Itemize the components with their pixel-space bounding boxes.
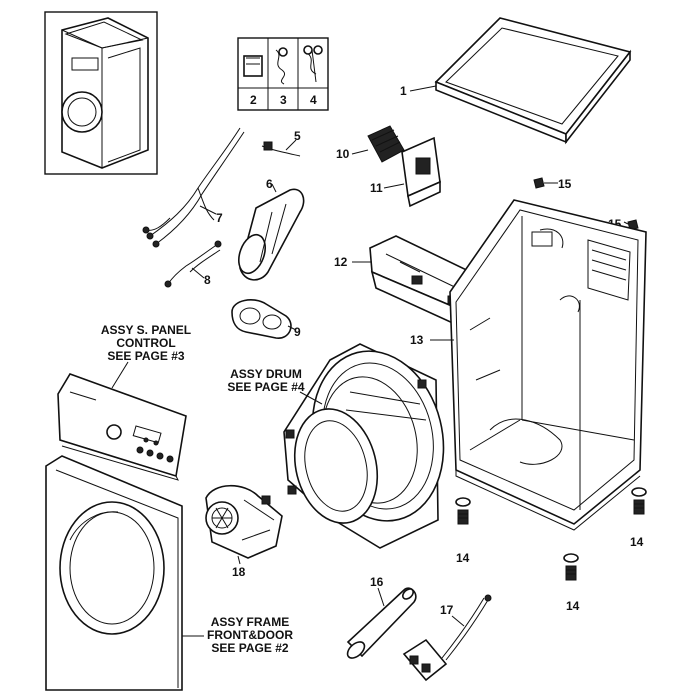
svg-text:SEE PAGE #2: SEE PAGE #2 xyxy=(211,641,288,655)
duct-9: 9 xyxy=(231,299,301,339)
callout-18: 18 xyxy=(232,565,246,579)
svg-text:SEE PAGE #4: SEE PAGE #4 xyxy=(227,380,304,394)
filter-housing-11: 11 xyxy=(370,136,441,208)
svg-text:SEE PAGE #3: SEE PAGE #3 xyxy=(107,349,184,363)
callout-8: 8 xyxy=(204,273,211,287)
harness-5: 5 xyxy=(261,129,301,157)
callout-6: 6 xyxy=(266,177,273,191)
leg-14-c: 14 xyxy=(630,487,647,549)
callout-14-b: 14 xyxy=(566,599,580,613)
screw-15-upper: 15 xyxy=(533,177,572,191)
control-panel xyxy=(57,373,187,481)
callout-9: 9 xyxy=(294,325,301,339)
svg-text:ASSY S. PANEL: ASSY S. PANEL xyxy=(101,323,191,337)
parts-kit-box: 2 3 4 xyxy=(237,37,329,111)
blower-18: 18 xyxy=(205,485,283,579)
assy-panel-label: ASSY S. PANEL CONTROL SEE PAGE #3 xyxy=(101,323,191,389)
cabinet-13: 13 xyxy=(410,199,647,531)
assembled-dryer-thumbnail xyxy=(44,11,158,175)
assy-frame-label: ASSY FRAME FRONT&DOOR SEE PAGE #2 xyxy=(182,615,293,655)
wiring-harness-7: 7 xyxy=(142,127,245,248)
svg-text:FRONT&DOOR: FRONT&DOOR xyxy=(207,628,293,642)
heater-6: 6 xyxy=(238,177,305,281)
front-frame-door xyxy=(45,455,183,691)
harness-17: 17 xyxy=(402,594,492,682)
callout-14-c: 14 xyxy=(630,535,644,549)
callout-10: 10 xyxy=(336,147,350,161)
callout-2: 2 xyxy=(250,93,257,107)
assy-drum-label: ASSY DRUM SEE PAGE #4 xyxy=(227,367,323,405)
drum-assembly xyxy=(283,343,445,549)
svg-text:CONTROL: CONTROL xyxy=(116,336,175,350)
callout-14-a: 14 xyxy=(456,551,470,565)
leg-14-a: 14 xyxy=(455,497,471,565)
top-plate: 1 xyxy=(400,17,632,145)
callout-11: 11 xyxy=(370,181,383,195)
filter-10: 10 xyxy=(336,125,405,163)
svg-text:ASSY FRAME: ASSY FRAME xyxy=(211,615,289,629)
duct-16: 16 xyxy=(346,575,417,659)
callout-17: 17 xyxy=(440,603,454,617)
callout-1: 1 xyxy=(400,84,407,98)
callout-15-a: 15 xyxy=(558,177,572,191)
callout-13: 13 xyxy=(410,333,424,347)
leg-14-b: 14 xyxy=(563,553,580,613)
callout-4: 4 xyxy=(310,93,317,107)
callout-3: 3 xyxy=(280,93,287,107)
svg-text:ASSY DRUM: ASSY DRUM xyxy=(230,367,302,381)
harness-8: 8 xyxy=(164,240,222,288)
callout-16: 16 xyxy=(370,575,384,589)
callout-12: 12 xyxy=(334,255,348,269)
callout-7: 7 xyxy=(216,211,223,225)
callout-5: 5 xyxy=(294,129,301,143)
